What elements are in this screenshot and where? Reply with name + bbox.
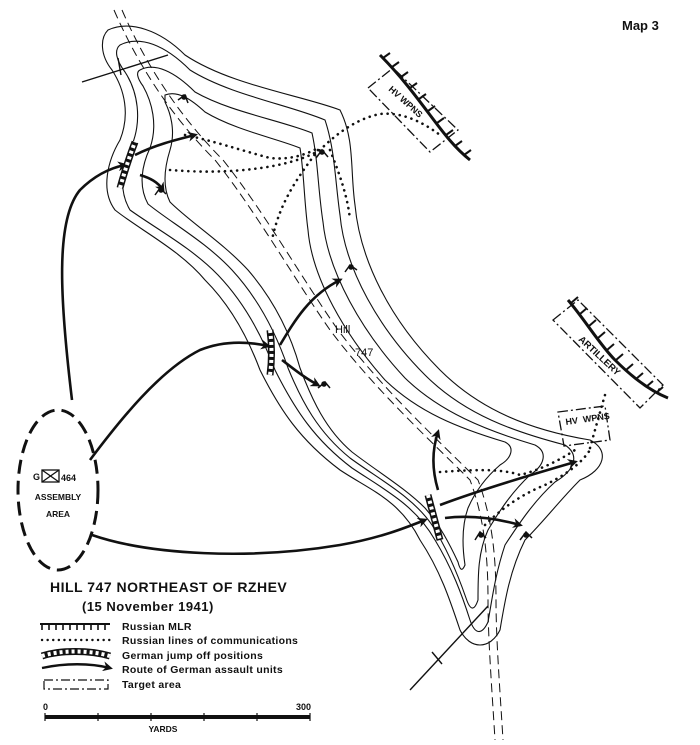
legend-symbol-mlr bbox=[40, 623, 110, 630]
comms-south-main bbox=[438, 448, 577, 477]
comms-north-branch-b bbox=[270, 148, 320, 242]
boundary-lines bbox=[81, 54, 489, 691]
scale-bar: 0 300 YARDS bbox=[43, 702, 311, 734]
route-south-to-jumpoff bbox=[91, 517, 428, 556]
mlr-south bbox=[566, 299, 669, 400]
contour-line-4 bbox=[164, 93, 512, 570]
german-routes bbox=[60, 131, 578, 556]
jumpoff-north bbox=[116, 140, 139, 189]
route-jumpoff-north-south bbox=[139, 173, 165, 193]
position-marker-3 bbox=[315, 148, 329, 159]
route-south-north bbox=[431, 429, 441, 491]
assembly-label-line1: ASSEMBLY bbox=[35, 492, 82, 502]
target-area-hv-wpns-south bbox=[557, 405, 611, 447]
legend-label-route: Route of German assault units bbox=[122, 664, 283, 676]
comms-north-branch-a bbox=[183, 133, 320, 160]
comms-north-branch-c bbox=[328, 148, 352, 222]
road-edge-east bbox=[121, 9, 504, 741]
scale-unit: YARDS bbox=[149, 724, 178, 734]
route-jumpoff-north-east bbox=[134, 131, 198, 157]
legend-symbol-target bbox=[43, 679, 109, 690]
german-jumpoff-positions bbox=[116, 140, 444, 541]
comms-south-branch bbox=[483, 448, 592, 527]
unit-prefix: G bbox=[33, 472, 40, 482]
jumpoff-south bbox=[424, 494, 444, 541]
jumpoff-center bbox=[266, 329, 275, 376]
legend-label-communications: Russian lines of communications bbox=[122, 635, 298, 647]
route-south-east bbox=[444, 515, 523, 528]
road-edge-west bbox=[113, 9, 496, 741]
position-marker-7 bbox=[519, 530, 533, 541]
hill-number: 747 bbox=[355, 347, 373, 359]
position-marker-2 bbox=[154, 186, 167, 196]
boundary-line-north-tick bbox=[117, 57, 122, 76]
route-south-to-hv-wpns bbox=[439, 459, 578, 507]
map-number: Map 3 bbox=[622, 18, 659, 33]
legend-label-jumpoff: German jump off positions bbox=[122, 650, 263, 662]
legend-symbol-jumpoff bbox=[40, 648, 112, 660]
mlr-south-ticks bbox=[570, 296, 664, 394]
position-marker-1 bbox=[177, 93, 189, 104]
legend-symbol-arrow bbox=[41, 661, 113, 672]
contour-line-outer bbox=[101, 25, 603, 646]
target-areas bbox=[367, 67, 664, 447]
route-north-to-jumpoff bbox=[60, 161, 128, 401]
legend-label-target: Target area bbox=[122, 679, 181, 691]
contour-line-2 bbox=[116, 40, 575, 633]
mlr-north bbox=[378, 53, 471, 162]
route-center-north-east bbox=[278, 278, 343, 346]
route-to-center-jumpoff bbox=[88, 339, 271, 461]
unit-number: 464 bbox=[61, 473, 76, 483]
boundary-line-south bbox=[409, 605, 489, 691]
target-area-hv-wpns-north bbox=[367, 67, 459, 153]
position-marker-5 bbox=[317, 380, 331, 389]
scale-start: 0 bbox=[43, 702, 48, 712]
road bbox=[113, 9, 504, 741]
mlr-north-ticks bbox=[382, 52, 472, 156]
unit-symbol bbox=[41, 469, 60, 483]
assembly-label-line2: AREA bbox=[46, 509, 70, 519]
boundary-line-north bbox=[81, 54, 169, 83]
russian-communications bbox=[168, 112, 607, 527]
hill-label: Hill bbox=[335, 324, 350, 336]
target-area-artillery bbox=[552, 299, 664, 409]
legend-label-mlr: Russian MLR bbox=[122, 621, 192, 633]
map-title: HILL 747 NORTHEAST OF RZHEV bbox=[50, 579, 287, 595]
legend: Russian MLR Russian lines of communicati… bbox=[40, 621, 298, 691]
russian-positions bbox=[154, 93, 533, 541]
map-date: (15 November 1941) bbox=[82, 599, 214, 614]
comms-north-main bbox=[168, 112, 442, 173]
position-marker-4 bbox=[344, 263, 358, 273]
scale-end: 300 bbox=[296, 702, 311, 712]
assembly-area: G 464 ASSEMBLY AREA bbox=[16, 408, 100, 572]
contour-lines bbox=[101, 25, 603, 646]
route-center-south bbox=[281, 358, 321, 387]
boundary-line-south-tick bbox=[431, 651, 443, 665]
contour-line-3 bbox=[137, 66, 544, 609]
position-marker-6 bbox=[474, 530, 487, 541]
